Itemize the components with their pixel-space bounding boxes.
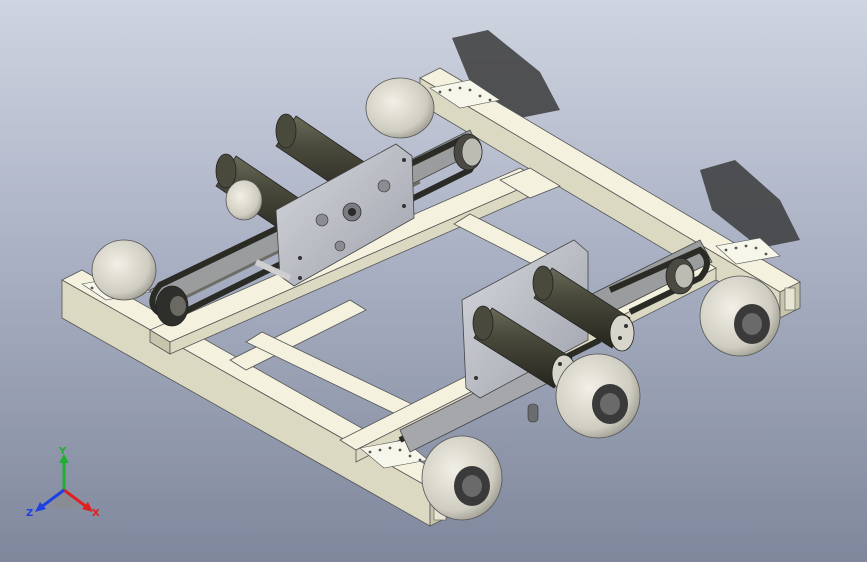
y-axis-label: Y <box>58 446 67 457</box>
shadow <box>452 30 800 248</box>
pulley <box>155 285 189 327</box>
axles <box>254 259 292 281</box>
wheel <box>365 77 435 139</box>
coordinate-triad: Y X Z <box>26 446 100 519</box>
wheel <box>421 435 503 521</box>
x-axis-line <box>63 488 89 510</box>
z-axis-label: Z <box>26 508 33 519</box>
wheel <box>699 275 781 357</box>
wheel <box>91 239 157 301</box>
y-axis-arrow <box>59 454 69 463</box>
pulley <box>665 257 695 295</box>
pulleys <box>155 133 695 327</box>
wheel <box>225 179 263 221</box>
z-axis-line <box>39 488 65 510</box>
x-axis-label: X <box>92 508 100 519</box>
wheels <box>91 77 781 521</box>
motor <box>532 265 635 352</box>
wheel <box>555 353 641 439</box>
pulley <box>453 133 483 171</box>
x-axis-arrow <box>82 502 93 512</box>
z-axis-arrow <box>35 502 46 512</box>
